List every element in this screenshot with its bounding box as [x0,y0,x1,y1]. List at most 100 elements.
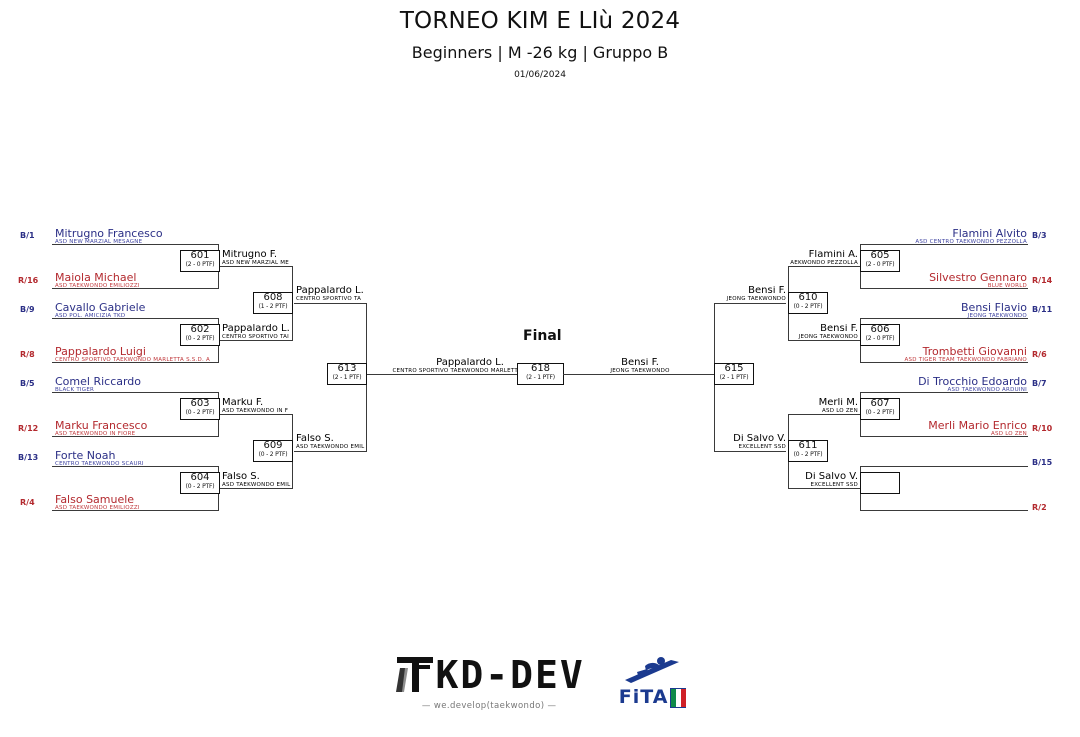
competitor: Pappalardo L. CENTRO SPORTIVO TA [296,286,382,303]
seed-label: B/5 [20,379,35,388]
match-box: 613 (2 - 1 PTF) [327,363,367,385]
competitor-name: Di Salvo V. [805,472,858,482]
competitor-club: ASD TAEKWONDO EMILIOZZI [55,505,140,511]
match-score: (0 - 2 PTF) [865,409,895,416]
italy-flag-icon [670,687,687,708]
seed-label: R/12 [18,424,39,433]
seed-label: R/8 [20,350,35,359]
competitor-club: ASD NEW MARZIAL ME [222,260,290,266]
competitor: Flamini A. AEKWONDO PEZZOLLA [782,250,858,267]
match-number: 615 [724,363,744,374]
competitor-club: JEONG TAEKWONDO [967,313,1027,319]
fita-kick-icon [621,656,685,688]
competitor: Falso S. ASD TAEKWONDO EMIL [296,434,382,451]
competitor-club: ASD POL. AMICIZIA TKD [55,313,126,319]
match-box: 601 (2 - 0 PTF) [180,250,220,272]
competitor: Di Salvo V. EXCELLENT SSD [700,434,786,451]
competitor: Comel Riccardo BLACK TIGER [55,376,220,394]
competitor-name: Falso Samuele [55,494,135,506]
match-number: 607 [870,398,890,409]
match-number: 608 [263,292,283,303]
seed-label: B/7 [1032,379,1047,388]
match-score: (0 - 2 PTF) [258,451,288,458]
competitor: Marku Francesco ASD TAEKWONDO IN FIORE [55,420,220,438]
competitor: Bensi F. JEONG TAEKWONDO [782,324,858,341]
match-box: 606 (2 - 0 PTF) [860,324,900,346]
competitor: Cavallo Gabriele ASD POL. AMICIZIA TKD [55,302,220,320]
competitor-club: BLUE WORLD [987,283,1027,289]
seed-label: B/15 [1032,458,1053,467]
competitor-club: ASD TIGER TEAM TAEKWONDO FABRIANO [904,357,1027,363]
competitor-club: ASD NEW MARZIAL MESAGNE [55,239,143,245]
match-number: 613 [337,363,357,374]
seed-label: B/1 [20,231,35,240]
competitor: Merli M. ASD LO ZEN [782,398,858,415]
competitor: Pappalardo L. CENTRO SPORTIVO TAEKWONDO … [370,358,570,375]
competitor-name: Di Trocchio Edoardo [918,376,1027,388]
competitor-club: ASD TAEKWONDO EMIL [222,482,291,488]
seed-label: R/6 [1032,350,1047,359]
competitor-club: ASD TAEKWONDO IN F [222,408,289,414]
fita-logo: FiTA [619,656,687,708]
match-box: 610 (0 - 2 PTF) [788,292,828,314]
competitor-name: Trombetti Giovanni [922,346,1027,358]
competitor-club: ASD LO ZEN [821,408,858,414]
match-score: (2 - 0 PTF) [865,261,895,268]
competitor-club: ASD LO ZEN [990,431,1027,437]
competitor-club: ASD CENTRO TAEKWONDO PEZZOLLA [915,239,1027,245]
competitor: Bensi Flavio JEONG TAEKWONDO [862,302,1027,320]
competitor-name: Bensi F. [748,286,786,296]
competitor: Di Salvo V. EXCELLENT SSD [782,472,858,489]
competitor-name: Forte Noah [55,450,116,462]
competitor: Falso Samuele ASD TAEKWONDO EMILIOZZI [55,494,220,512]
match-number: 609 [263,440,283,451]
competitor-club: EXCELLENT SSD [738,444,786,450]
seed-label: R/16 [18,276,39,285]
match-score: (0 - 2 PTF) [185,335,215,342]
competitor-name: Maiola Michael [55,272,137,284]
competitor: Marku F. ASD TAEKWONDO IN F [222,398,298,415]
match-box-final: 618 (2 - 1 PTF) [517,363,564,385]
match-number: 602 [190,324,210,335]
competitor-club: ASD TAEKWONDO EMIL [296,444,365,450]
tkd-mark-icon [394,652,436,698]
seed-label: B/3 [1032,231,1047,240]
competitor-name: Silvestro Gennaro [929,272,1027,284]
competitor-name: Comel Riccardo [55,376,142,388]
tkd-dev-logo: KD-DEV — we.develop(taekwondo) — [394,652,585,711]
match-number: 601 [190,250,210,261]
competitor: Bensi F. JEONG TAEKWONDO [700,286,786,303]
competitor-name: Bensi F. [621,358,659,368]
seed-label: B/11 [1032,305,1053,314]
competitor-name: Bensi F. [820,324,858,334]
match-number: 611 [798,440,818,451]
competitor-club: ASD TAEKWONDO IN FIORE [55,431,136,437]
competitor-name: Falso S. [296,434,334,444]
competitor-name: Cavallo Gabriele [55,302,146,314]
match-score: (1 - 2 PTF) [258,303,288,310]
competitor: Falso S. ASD TAEKWONDO EMIL [222,472,298,489]
tournament-subtitle: Beginners | M -26 kg | Gruppo B [411,43,669,62]
competitor: Bensi F. JEONG TAEKWONDO [565,358,715,375]
match-box: 608 (1 - 2 PTF) [253,292,293,314]
competitor: Silvestro Gennaro BLUE WORLD [862,272,1027,290]
competitor-club: CENTRO SPORTIVO TA [296,296,362,302]
match-score: (0 - 2 PTF) [185,483,215,490]
competitor-name: Pappalardo L. [296,286,364,296]
tournament-date: 01/06/2024 [514,70,566,80]
match-score: (2 - 0 PTF) [865,335,895,342]
seed-label: R/14 [1032,276,1053,285]
match-number: 610 [798,292,818,303]
match-box: 611 (0 - 2 PTF) [788,440,828,462]
seed-label: R/10 [1032,424,1053,433]
competitor-club: ASD TAEKWONDO EMILIOZZI [55,283,140,289]
competitor-name: Pappalardo L. [222,324,290,334]
match-number: 606 [870,324,890,335]
competitor: Di Trocchio Edoardo ASD TAEKWONDO ARDUIN… [862,376,1027,394]
competitor-club: JEONG TAEKWONDO [610,368,670,374]
competitor-name: Mitrugno F. [222,250,278,260]
match-box: 605 (2 - 0 PTF) [860,250,900,272]
competitor-name: Di Salvo V. [733,434,786,444]
match-score: (0 - 2 PTF) [793,451,823,458]
competitor: Merli Mario Enrico ASD LO ZEN [862,420,1027,438]
